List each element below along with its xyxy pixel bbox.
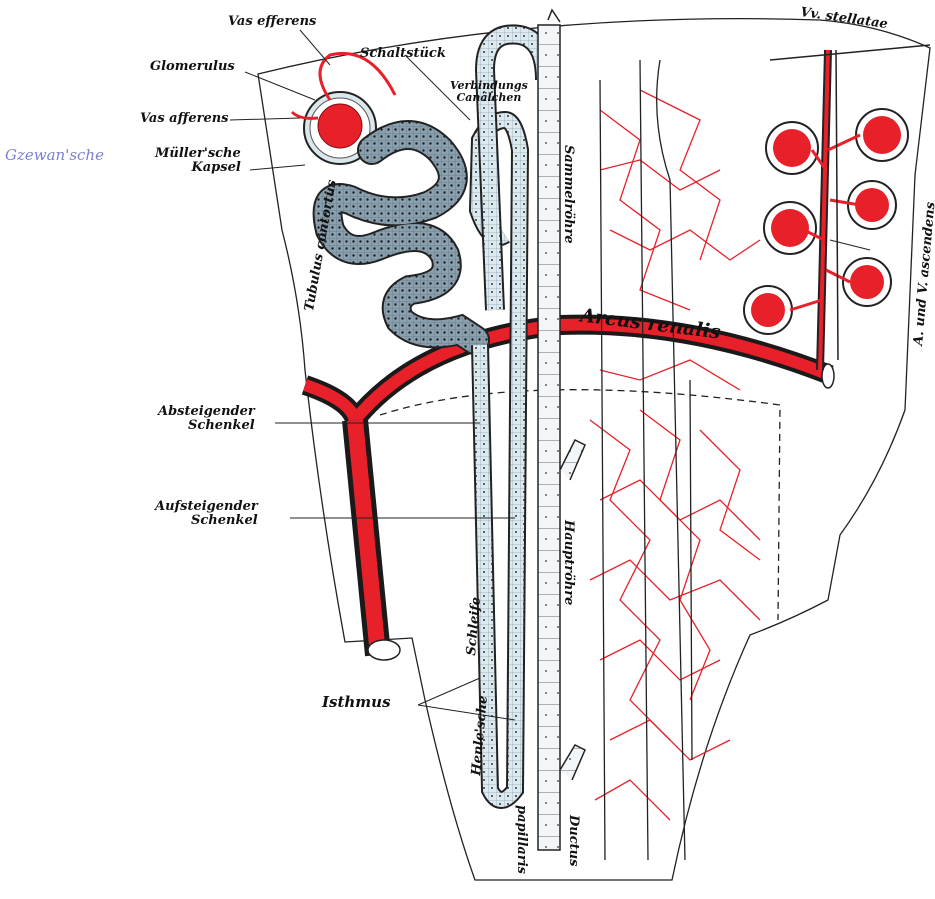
label-papillaris: papillaris xyxy=(514,805,528,874)
label-vas-afferens: Vas afferens xyxy=(140,112,229,126)
label-absteigender-schenkel: Absteigender Schenkel xyxy=(158,405,255,432)
glomerulus-right-2 xyxy=(856,109,908,161)
label-verbindungs-canaelchen: Verbindungs Canälchen xyxy=(450,80,528,103)
label-muellersche-kapsel: Müller'sche Kapsel xyxy=(155,147,241,174)
glomerulus-right-6 xyxy=(744,286,792,334)
label-sammelroehre: Sammelröhre xyxy=(561,145,575,244)
glomerulus-right-1 xyxy=(766,122,818,174)
collecting-duct xyxy=(538,10,585,850)
label-isthmus: Isthmus xyxy=(322,695,391,711)
label-aufsteigender-schenkel: Aufsteigender Schenkel xyxy=(155,500,258,527)
label-ductus: Ductus xyxy=(566,815,580,866)
capillary-network xyxy=(590,90,760,820)
label-schaltstueck: Schaltstück xyxy=(360,47,446,61)
label-hauptroehre: Hauptröhre xyxy=(561,520,575,605)
label-vas-efferens: Vas efferens xyxy=(228,15,316,29)
label-margin-note: Gzewan'sche xyxy=(5,148,104,164)
vasa-recta xyxy=(600,60,692,860)
glomerulus-right-5 xyxy=(843,258,891,306)
arcus-renalis-vessel xyxy=(305,325,834,660)
label-glomerulus: Glomerulus xyxy=(150,60,235,74)
glomerulus-right-3 xyxy=(764,202,816,254)
